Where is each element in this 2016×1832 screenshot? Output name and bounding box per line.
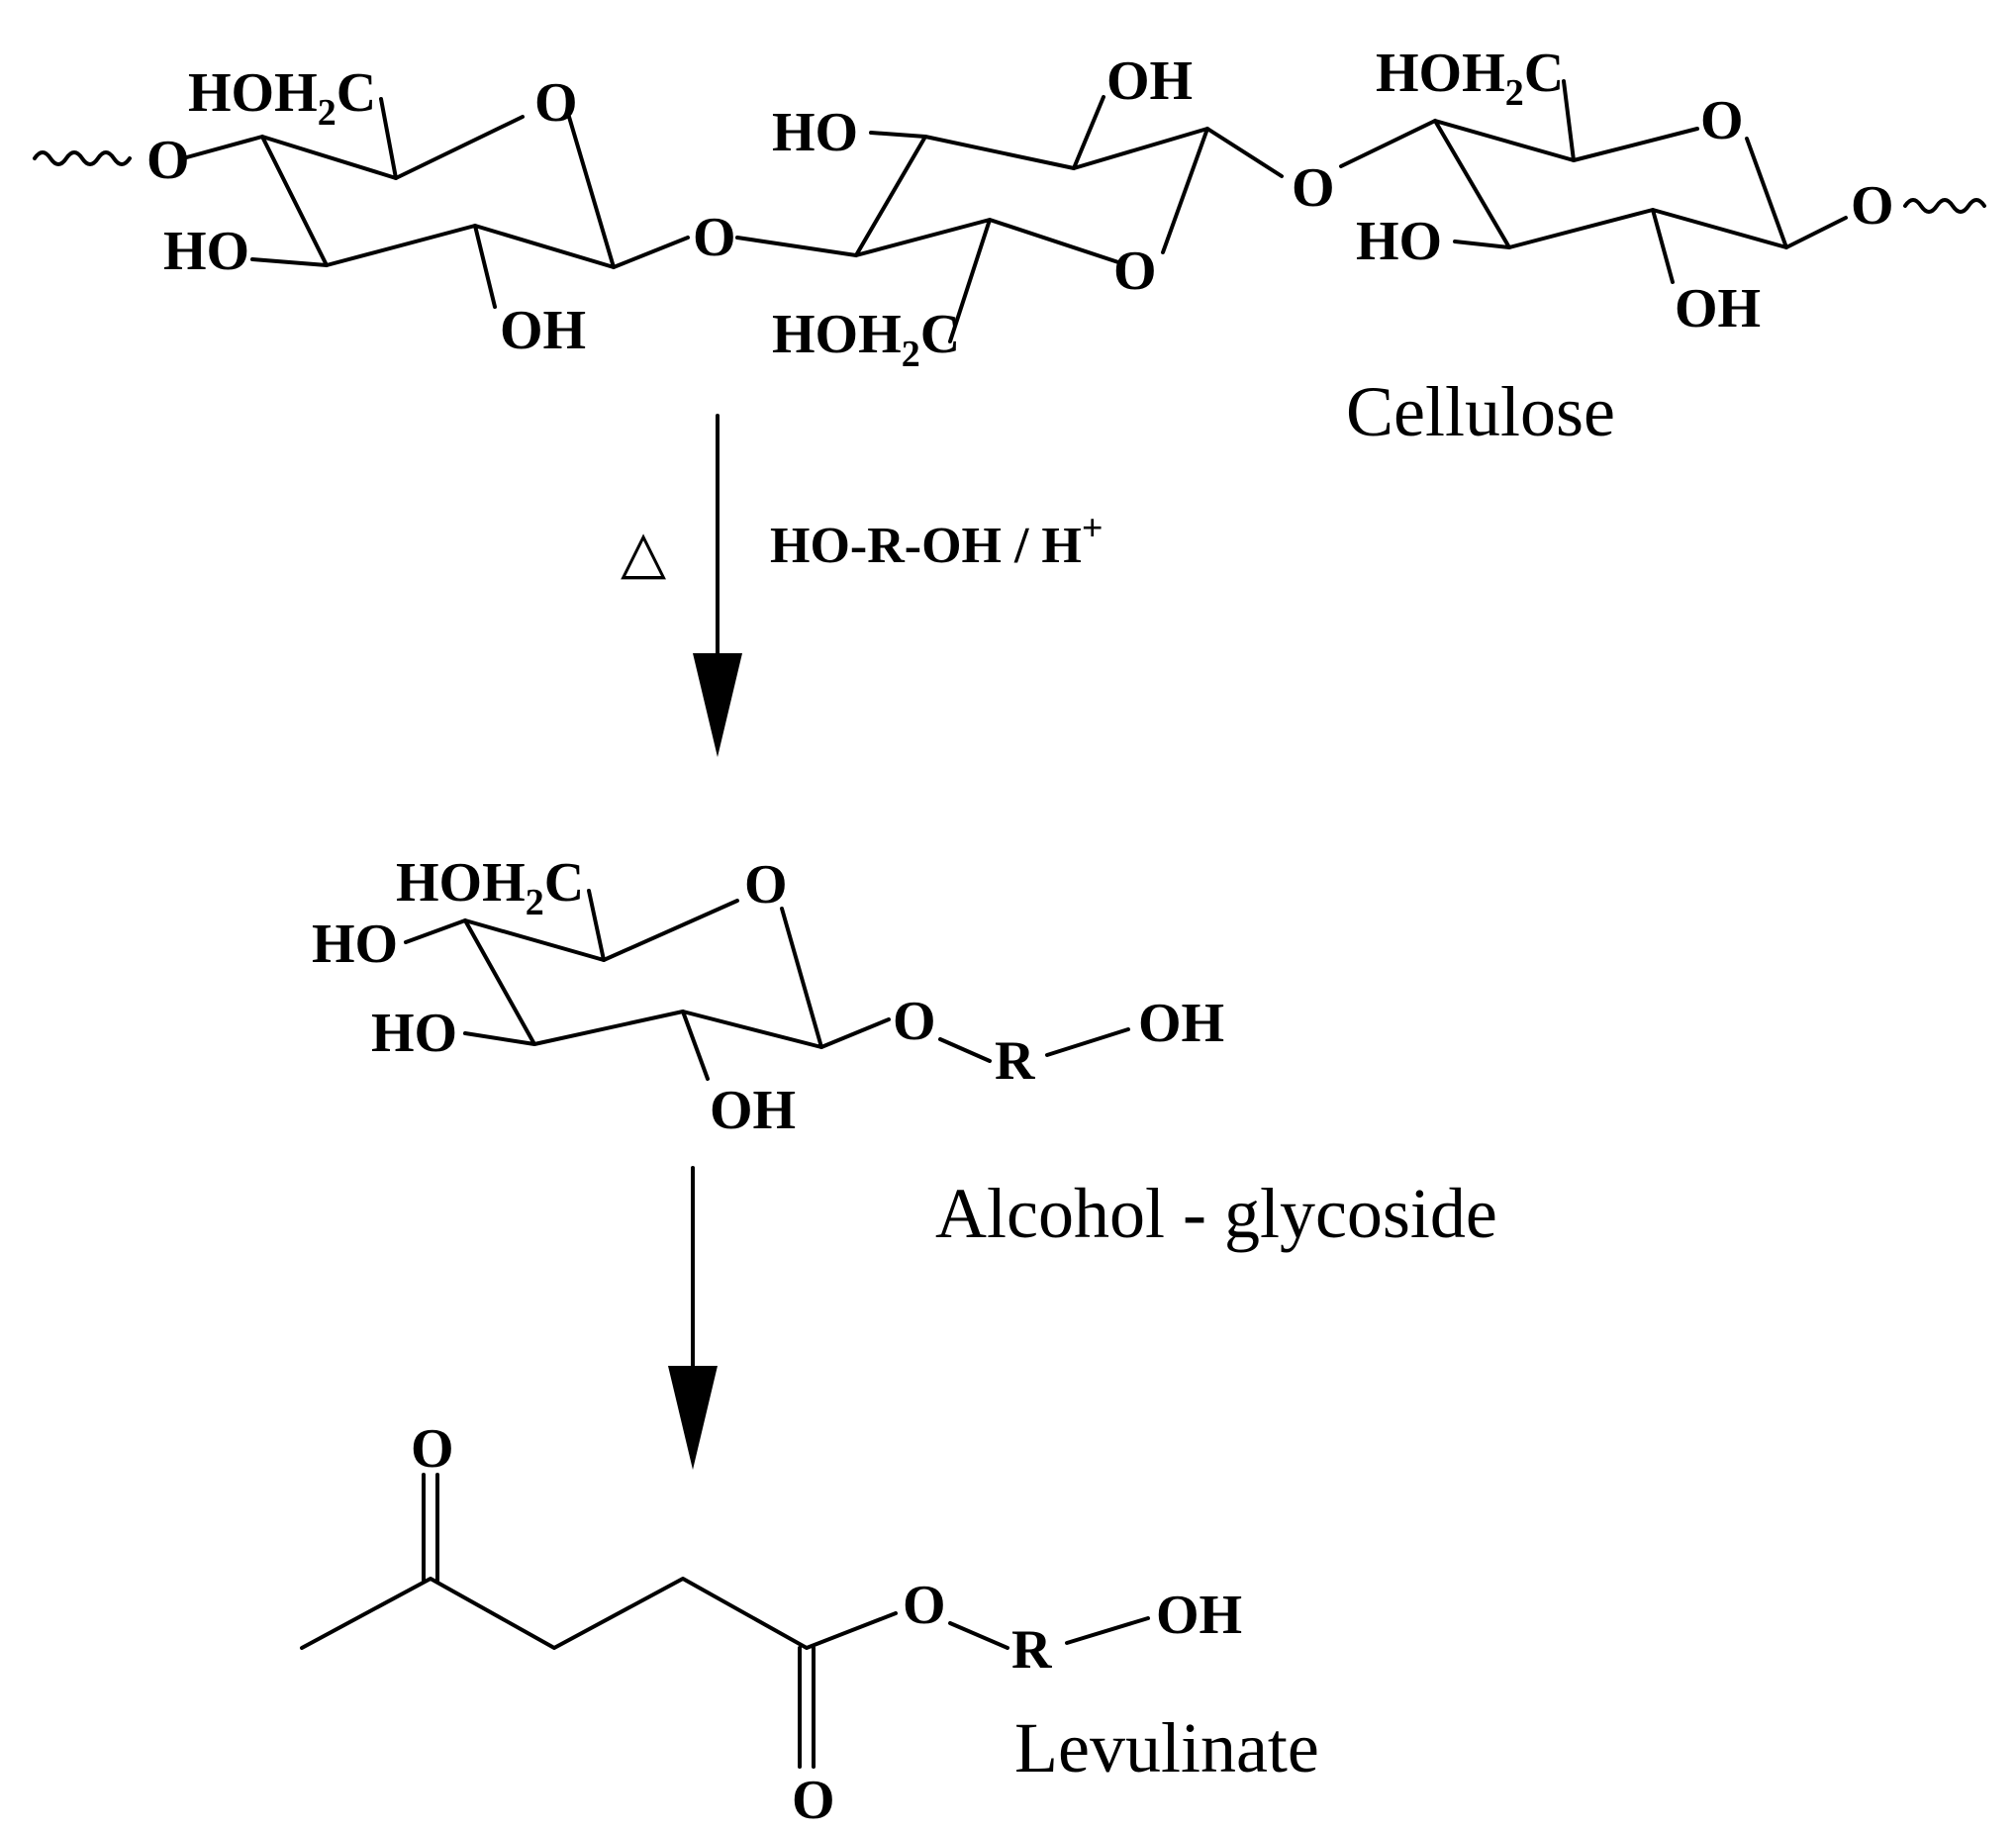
glycoside-structure: HOH2C O HO HO OH O R OH bbox=[312, 852, 1224, 1141]
reaction-conditions: HO-R-OH / H+ bbox=[770, 508, 1104, 574]
label-levulinate: Levulinate bbox=[1014, 1708, 1319, 1787]
chain-end-right bbox=[1903, 198, 1986, 214]
atom-o-glycoside-ether: O bbox=[893, 991, 936, 1052]
chain-end-left bbox=[33, 150, 132, 166]
group-hoh2c-glycoside: HOH2C bbox=[396, 852, 584, 923]
cellulose-structure: O HOH2C O HO OH O OH HO O HOH2C O bbox=[33, 43, 1986, 375]
label-alcohol-glycoside: Alcohol - glycoside bbox=[935, 1174, 1497, 1253]
group-hoh2c-1: HOH2C bbox=[188, 62, 376, 134]
glycoside-ring-bonds bbox=[463, 899, 823, 1049]
atom-o-glycosidic-1: O bbox=[693, 207, 736, 268]
atom-o-glycosidic-2: O bbox=[1292, 157, 1335, 219]
reaction-arrow-2 bbox=[668, 1166, 718, 1470]
group-oh-2: OH bbox=[1106, 50, 1193, 112]
atom-r-levulinate: R bbox=[1011, 1619, 1052, 1681]
heat-symbol: △ bbox=[621, 520, 666, 585]
ring-2-bonds bbox=[854, 127, 1209, 343]
atom-o-ketone: O bbox=[411, 1418, 454, 1480]
atom-o-ester: O bbox=[903, 1575, 946, 1636]
group-hoh2c-3: HOH2C bbox=[1376, 43, 1564, 114]
levulinate-chain bbox=[300, 1577, 898, 1650]
atom-o-ring-glycoside: O bbox=[744, 854, 788, 916]
group-ho-glycoside-2: HO bbox=[371, 1003, 457, 1064]
group-ho-2: HO bbox=[772, 102, 858, 163]
levulinate-structure: O O O R OH bbox=[300, 1418, 1242, 1831]
reaction-arrow-1 bbox=[693, 414, 742, 757]
atom-o-ring-3: O bbox=[1700, 90, 1744, 151]
group-ho-1: HO bbox=[163, 221, 249, 282]
group-oh-levulinate: OH bbox=[1156, 1585, 1242, 1646]
group-oh-3: OH bbox=[1675, 278, 1761, 339]
group-ho-glycoside-1: HO bbox=[312, 914, 398, 975]
atom-o-ring-2: O bbox=[1113, 241, 1157, 302]
atom-o-ring-1: O bbox=[534, 72, 578, 134]
atom-o-link-2: O bbox=[1851, 175, 1894, 237]
atom-r-glycoside: R bbox=[995, 1030, 1035, 1092]
group-ho-3: HO bbox=[1356, 211, 1442, 272]
label-cellulose: Cellulose bbox=[1346, 372, 1615, 451]
group-hoh2c-2: HOH2C bbox=[772, 304, 960, 375]
atom-o-ester-carbonyl: O bbox=[792, 1770, 835, 1831]
atom-o-link-1: O bbox=[146, 130, 190, 191]
group-oh-glycoside: OH bbox=[710, 1080, 796, 1141]
group-oh-glycoside-r: OH bbox=[1138, 993, 1224, 1054]
group-oh-1: OH bbox=[500, 300, 586, 361]
